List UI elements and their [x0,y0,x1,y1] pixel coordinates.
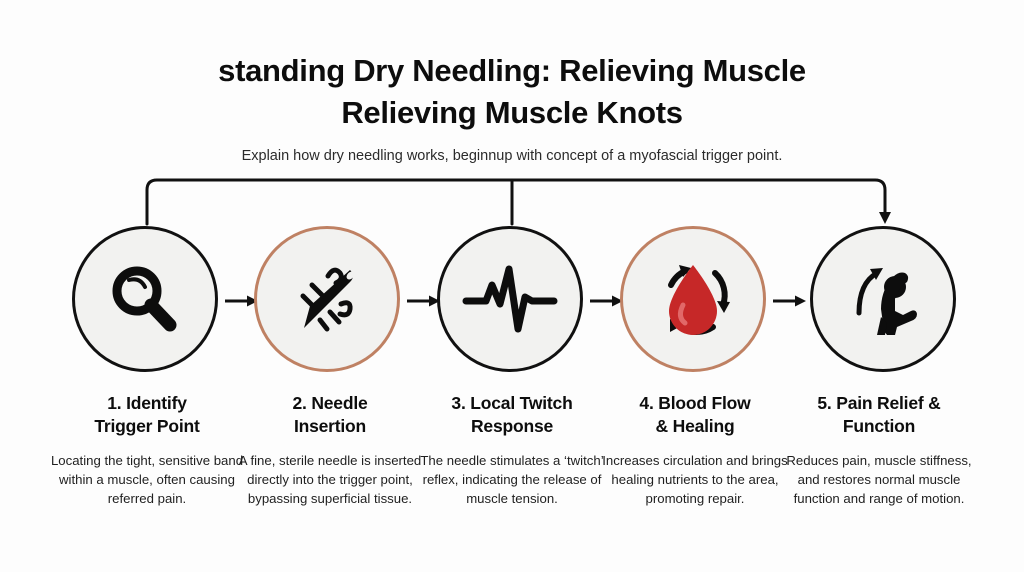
step-2-heading: 2. Needle Insertion [232,392,428,438]
step-1-heading-line-1: 1. Identify [107,393,187,413]
step-3-circle-outline [437,226,583,372]
step-5-circle-outline [810,226,956,372]
step-1-heading-line-2: Trigger Point [94,416,200,436]
step-4-circle[interactable] [620,226,806,376]
magnifying-glass-icon [104,258,186,340]
page-subtitle: Explain how dry needling works, beginnup… [241,148,783,164]
step-1-circle[interactable] [72,226,258,376]
heartbeat-waveform-icon [460,259,560,339]
step-5-heading-line-1: 5. Pain Relief & [817,393,941,413]
arrow-1-to-2 [224,292,260,310]
step-1-body: Locating the tight, sensitive band withi… [50,453,244,506]
step-1-circle-outline [72,226,218,372]
step-5-circle[interactable] [810,226,960,376]
step-3-heading-line-1: 3. Local Twitch [451,393,573,413]
step-5-caption: 5. Pain Relief & Function Reduces pain, … [781,392,977,508]
step-4-heading-line-1: 4. Blood Flow [639,393,751,413]
needle-icon [284,256,370,342]
step-4-circle-outline [620,226,766,372]
step-5-body: Reduces pain, muscle stiffness, and rest… [786,453,972,506]
blood-drop-circulation-icon [647,253,739,345]
step-2-body: A fine, sterile needle is inserted direc… [238,453,422,506]
header: standing Dry Needling: Relieving Muscle … [0,50,1024,165]
step-3-caption: 3. Local Twitch Response The needle stim… [414,392,610,508]
step-4-heading: 4. Blood Flow & Healing [597,392,793,438]
step-3-heading-line-2: Response [470,416,554,436]
step-5-heading-line-2: Function [842,416,916,436]
step-circles-row [0,226,1024,376]
step-2-caption: 2. Needle Insertion A fine, sterile need… [232,392,428,508]
step-2-heading-line-1: 2. Needle [292,393,368,413]
step-1-heading: 1. Identify Trigger Point [49,392,245,438]
arrow-3-to-4 [589,292,625,310]
step-2-heading-line-2: Insertion [293,416,367,436]
arrow-2-to-3 [406,292,442,310]
step-3-circle[interactable] [437,226,623,376]
step-4-heading-line-2: & Healing [655,416,735,436]
person-stretching-icon [837,253,929,345]
step-2-circle[interactable] [254,226,440,376]
page-title-line-1: standing Dry Needling: Relieving Muscle [218,53,806,88]
step-2-circle-outline [254,226,400,372]
flow-bracket-connector [0,168,1024,230]
step-1-caption: 1. Identify Trigger Point Locating the t… [49,392,245,508]
step-4-body: Increases circulation and brings healing… [602,453,788,506]
step-3-body: The needle stimulates a ‘twitch’ reflex,… [420,453,604,506]
arrow-4-to-5 [772,292,808,310]
step-5-heading: 5. Pain Relief & Function [781,392,977,438]
step-3-heading: 3. Local Twitch Response [414,392,610,438]
step-4-caption: 4. Blood Flow & Healing Increases circul… [597,392,793,508]
step-captions-row: 1. Identify Trigger Point Locating the t… [0,392,1024,552]
page-title-line-2: Relieving Muscle Knots [341,95,683,130]
